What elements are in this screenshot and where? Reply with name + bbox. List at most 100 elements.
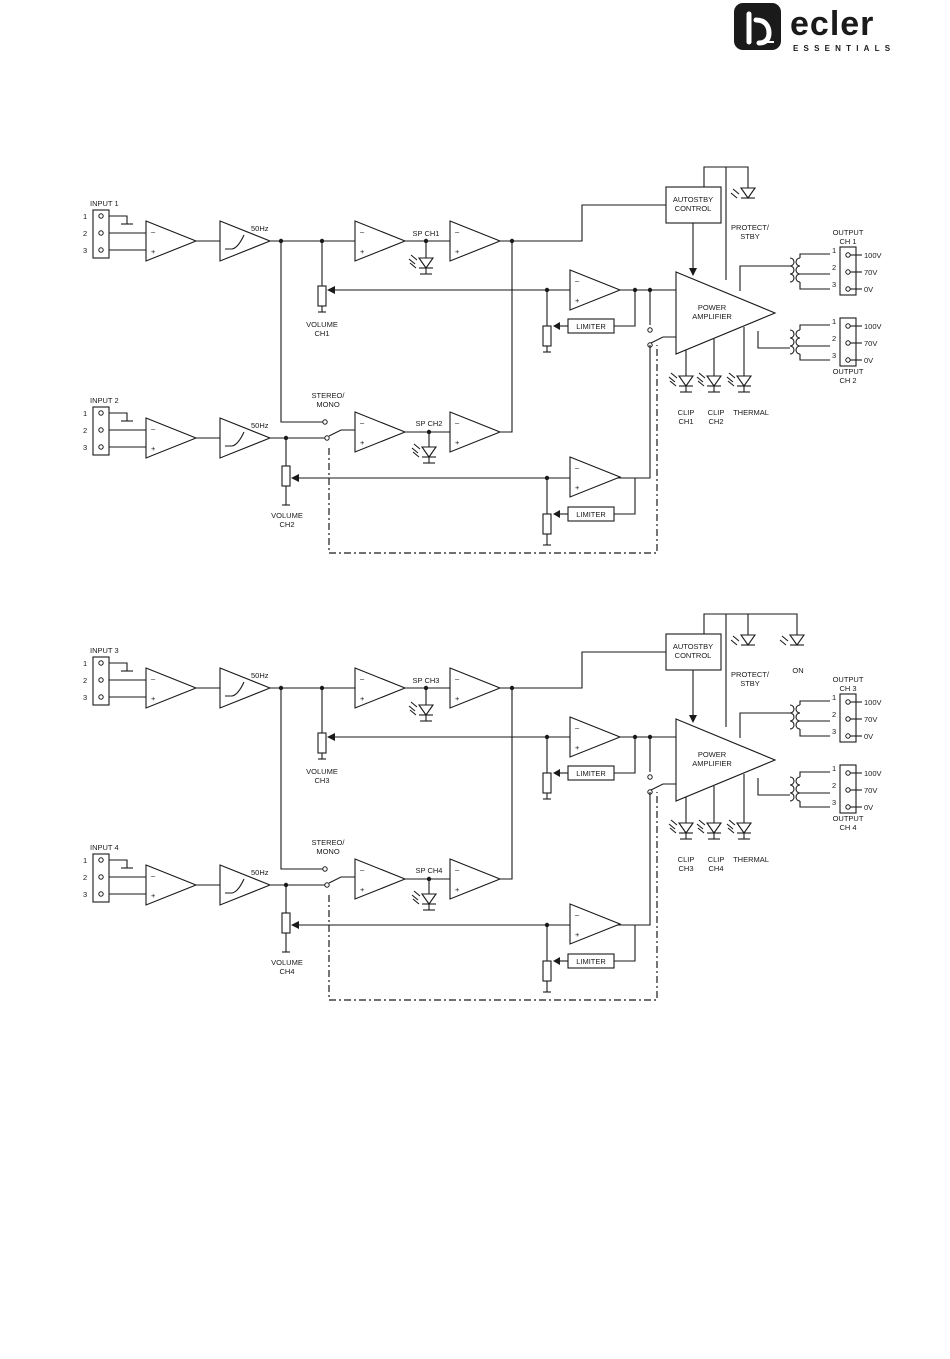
input-label: INPUT 4 — [90, 843, 119, 852]
highpass-filter-b: 50Hz — [219, 864, 272, 906]
terminal-ring — [845, 269, 851, 275]
opamp-minus-sign: – — [360, 865, 365, 874]
limiter-a-opamp: –+ — [569, 269, 622, 311]
opamp-minus-sign: – — [575, 910, 580, 919]
filter-label: 50Hz — [251, 421, 269, 430]
coil-primary — [789, 257, 795, 283]
arrow-head — [291, 474, 299, 482]
input-pin-number: 2 — [83, 229, 87, 238]
output-b-opamp: –+ — [449, 858, 502, 900]
output-pin-number: 3 — [832, 351, 836, 360]
opamp-triangle — [354, 858, 407, 900]
output-pin-number: 3 — [832, 727, 836, 736]
wire — [413, 443, 421, 450]
filter-label: 50Hz — [251, 868, 269, 877]
wire — [799, 700, 830, 705]
arrow-head — [689, 715, 697, 723]
wire — [650, 783, 676, 791]
wire — [413, 890, 421, 897]
output-label: OUTPUT — [833, 814, 864, 823]
sp-b-label: SP CH4 — [416, 866, 443, 875]
stereo-mono-label: STEREO/ — [312, 391, 346, 400]
output-tap-label: 0V — [864, 285, 873, 294]
limiter-b-opamp: –+ — [569, 903, 622, 945]
highpass-curve — [225, 234, 245, 250]
pot-body — [317, 732, 327, 754]
protect-led — [730, 629, 757, 646]
input-pin-number: 1 — [83, 659, 87, 668]
opamp-triangle — [354, 667, 407, 709]
limiter-a-pot — [542, 762, 552, 800]
wire — [757, 778, 790, 796]
wire — [328, 429, 355, 437]
input-label: INPUT 3 — [90, 646, 119, 655]
led-diode — [420, 893, 438, 905]
volume-a-label: CH1 — [314, 329, 329, 338]
wire — [109, 215, 128, 224]
sp-b-led — [411, 443, 438, 464]
wire — [730, 639, 738, 646]
terminal-ring — [324, 435, 330, 441]
output-b-transformer — [789, 776, 801, 802]
wire — [698, 819, 706, 826]
wire — [799, 324, 830, 330]
opamp-minus-sign: – — [360, 418, 365, 427]
filter-triangle — [219, 864, 272, 906]
led-diode — [677, 822, 695, 834]
highpass-filter-a: 50Hz — [219, 220, 272, 262]
clip-a-label: CH3 — [678, 864, 693, 873]
wire — [614, 290, 636, 327]
wire — [280, 688, 323, 870]
wire — [668, 376, 676, 383]
opamp-plus-sign: + — [360, 694, 365, 703]
wire — [730, 192, 738, 199]
wire — [727, 380, 735, 387]
sp-a-opamp: –+ — [354, 667, 407, 709]
led-diode — [735, 822, 753, 834]
output-label: CH 2 — [839, 376, 856, 385]
coil-primary — [789, 776, 795, 802]
opamp-minus-sign: – — [575, 276, 580, 285]
clip-a-led — [668, 372, 695, 393]
input-b-buffer-opamp: –+ — [145, 417, 198, 459]
output-a-opamp: –+ — [449, 220, 502, 262]
coil-secondary — [795, 776, 801, 802]
pot-body — [542, 325, 552, 347]
thermal-label: THERMAL — [733, 855, 769, 864]
coil-primary — [789, 329, 795, 355]
volume-b-label: VOLUME — [271, 511, 303, 520]
wire — [757, 331, 790, 349]
protect-label: STBY — [740, 679, 760, 688]
terminal-ring — [845, 787, 851, 793]
wire — [109, 662, 128, 671]
coil-primary — [789, 704, 795, 730]
wire — [408, 258, 416, 265]
output-tap-label: 70V — [864, 268, 877, 277]
wire — [670, 819, 678, 826]
output-tap-label: 70V — [864, 339, 877, 348]
input-b-buffer-opamp: –+ — [145, 864, 198, 906]
highpass-filter-a: 50Hz — [219, 667, 272, 709]
input-pin-number: 2 — [83, 873, 87, 882]
output-a-transformer — [789, 257, 801, 283]
input-pin-number: 3 — [83, 246, 87, 255]
power-amp-label: POWER — [698, 303, 727, 312]
terminal-ring — [98, 230, 104, 236]
terminal-ring — [647, 327, 653, 333]
wire — [726, 376, 734, 383]
arrow-head — [327, 733, 335, 741]
pot-body — [542, 772, 552, 794]
opamp-triangle — [449, 220, 502, 262]
wire — [799, 729, 830, 737]
thermal-led — [726, 819, 753, 840]
wire — [109, 859, 128, 868]
terminal-ring — [98, 677, 104, 683]
opamp-plus-sign: + — [151, 694, 156, 703]
opamp-triangle — [145, 864, 198, 906]
output-pin-number: 3 — [832, 798, 836, 807]
output-tap-label: 0V — [864, 803, 873, 812]
wire — [409, 709, 417, 716]
